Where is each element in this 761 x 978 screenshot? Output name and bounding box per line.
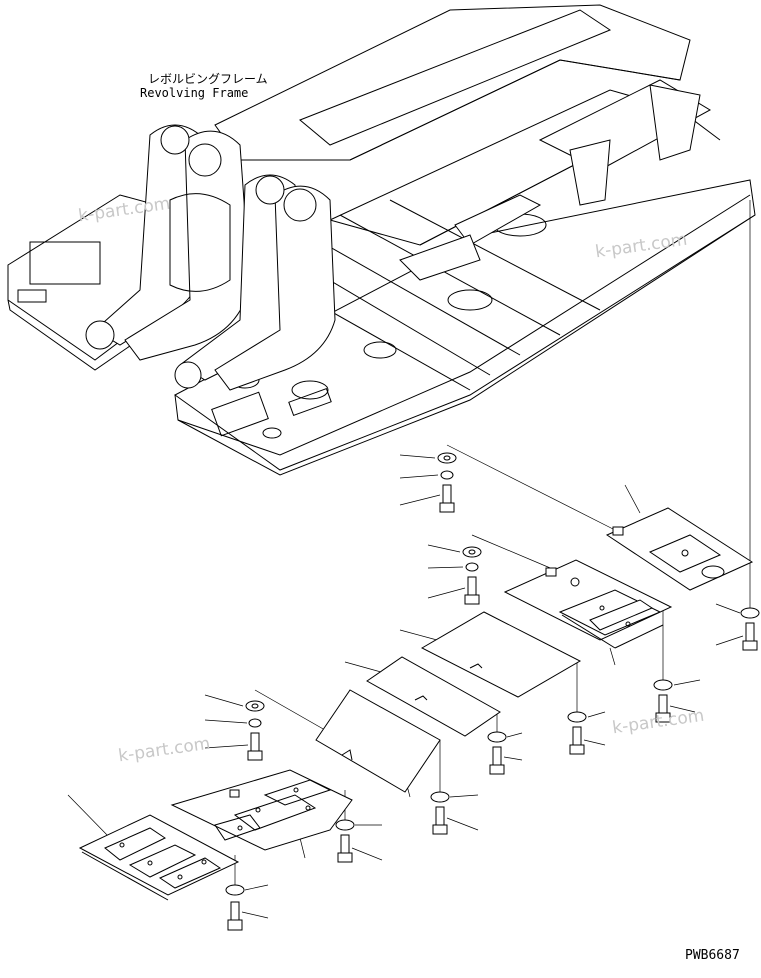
- fastener-set-1: [437, 452, 457, 513]
- callout-lines: [204, 454, 744, 919]
- fastener-set-10: [225, 884, 245, 931]
- fastener-set-2: [462, 546, 482, 605]
- frame-label-en: Revolving Frame: [140, 86, 249, 100]
- cover-plate-2: [503, 559, 673, 649]
- fastener-set-9: [335, 819, 355, 863]
- cover-plate-4: [366, 656, 501, 737]
- cover-plate-3: [420, 611, 582, 698]
- fastener-set-5: [653, 679, 673, 723]
- drawing-number: PWB6687: [685, 948, 740, 963]
- cover-plate-6: [170, 769, 353, 851]
- revolving-frame: [7, 4, 756, 476]
- cover-plate-7: [78, 814, 240, 901]
- fastener-set-7: [487, 731, 507, 775]
- frame-label-jp: レボルビングフレーム: [148, 72, 268, 86]
- cover-plate-5: [315, 689, 441, 793]
- fastener-set-8: [430, 791, 450, 835]
- fastener-set-6: [567, 711, 587, 755]
- boom-brackets: [85, 124, 336, 391]
- fastener-set-3: [245, 700, 265, 761]
- leader-lines: [67, 200, 751, 885]
- cover-plate-1: [605, 507, 754, 591]
- fastener-set-4: [740, 607, 760, 651]
